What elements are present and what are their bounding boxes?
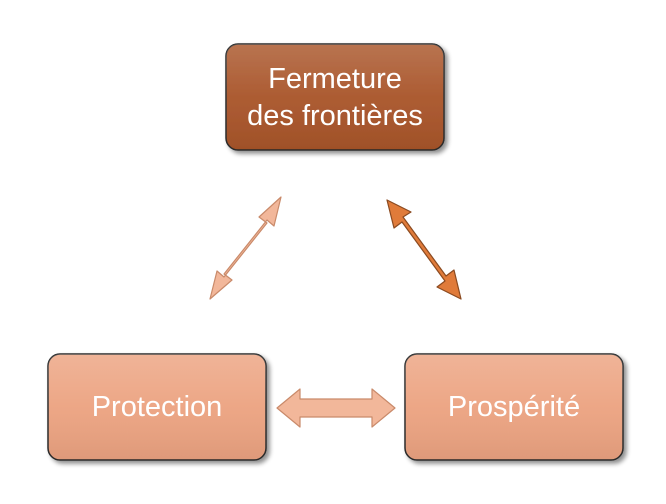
node-right-label: Prospérité bbox=[448, 391, 580, 423]
double-arrow-top-right-icon bbox=[386, 199, 462, 300]
node-protection bbox=[47, 353, 267, 461]
double-arrow-top-left-icon bbox=[209, 196, 282, 300]
node-top-label-line1: Fermeture bbox=[268, 63, 402, 95]
double-arrow-horizontal-icon bbox=[276, 388, 396, 428]
node-top-label-line2: des frontières bbox=[247, 100, 423, 132]
node-left-label: Protection bbox=[92, 391, 223, 423]
node-prosperite bbox=[404, 353, 624, 461]
node-fermeture-des-frontieres bbox=[225, 43, 445, 151]
